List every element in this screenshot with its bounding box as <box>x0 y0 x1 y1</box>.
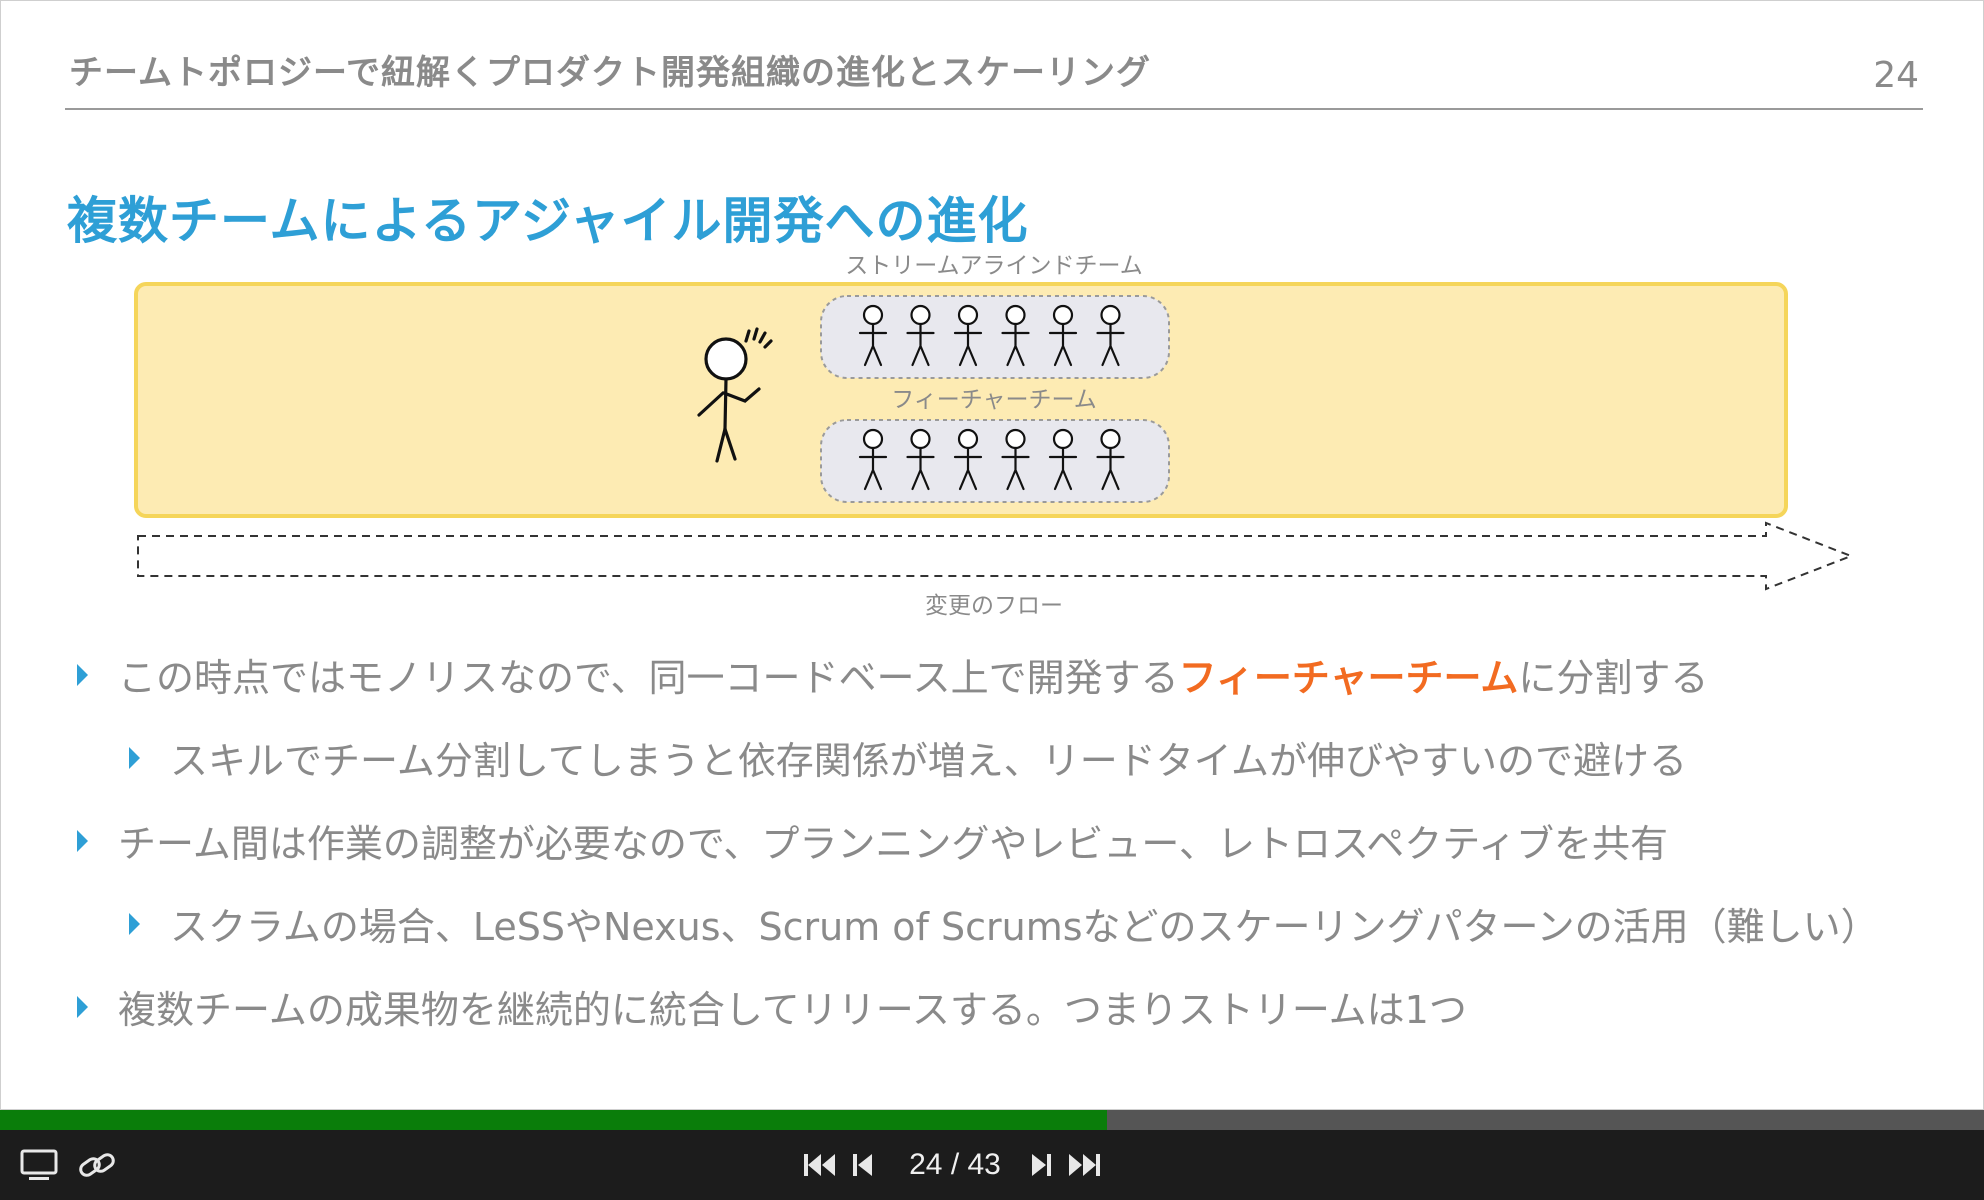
team-member-icon <box>906 304 935 367</box>
bullet-text: に分割する <box>1518 656 1709 700</box>
bullet-text: チーム間は作業の調整が必要なので、プランニングやレビュー、レトロスペクティブを共… <box>118 822 1669 866</box>
bullet-5: 複数チームの成果物を継続的に統合してリリースする。つまりストリームは1つ <box>77 979 1467 1034</box>
stream-team-label: ストリームアラインドチーム <box>845 253 1143 279</box>
bullet-text: 複数チームの成果物を継続的に統合してリリースする。つまりストリームは1つ <box>118 988 1467 1032</box>
bullet-3: チーム間は作業の調整が必要なので、プランニングやレビュー、レトロスペクティブを共… <box>77 813 1668 868</box>
team-member-icon <box>953 428 983 491</box>
flow-arrow <box>137 521 1854 591</box>
highlight-text: フィーチャーチーム <box>1178 656 1519 700</box>
organization-band <box>134 282 1788 518</box>
bullet-1: この時点ではモノリスなので、同一コードベース上で開発するフィーチャーチームに分割… <box>77 647 1708 702</box>
bullet-marker-icon <box>77 663 88 686</box>
team-member-icon <box>953 304 983 367</box>
bullet-marker-icon <box>129 912 140 935</box>
bullet-2: スキルでチーム分割してしまうと依存関係が増え、リードタイムが伸びやすいので避ける <box>129 730 1687 785</box>
header-title: チームトポロジーで紐解くプロダクト開発組織の進化とスケーリング <box>69 53 1151 93</box>
bullet-text: スキルでチーム分割してしまうと依存関係が増え、リードタイムが伸びやすいので避ける <box>170 739 1687 783</box>
header-divider <box>65 108 1923 110</box>
skip-last-icon[interactable] <box>1064 1130 1104 1200</box>
team-box-top <box>820 295 1170 379</box>
slide-heading: 複数チームによるアジャイル開発への進化 <box>67 192 1029 250</box>
bullet-marker-icon <box>77 995 88 1018</box>
next-icon[interactable] <box>1024 1130 1058 1200</box>
team-member-icon <box>1096 304 1125 367</box>
page-number: 24 <box>1873 55 1919 96</box>
team-member-icon <box>1048 304 1078 367</box>
team-member-icon <box>1001 428 1030 491</box>
slide: チームトポロジーで紐解くプロダクト開発組織の進化とスケーリング 24 複数チーム… <box>0 0 1984 1110</box>
prev-icon[interactable] <box>846 1130 880 1200</box>
progress-bar[interactable] <box>0 1110 1984 1130</box>
team-member-icon <box>1048 428 1078 491</box>
team-member-icon <box>906 428 935 491</box>
team-member-icon <box>1001 304 1030 367</box>
team-member-icon <box>1096 428 1125 491</box>
flow-label: 変更のフロー <box>925 593 1063 619</box>
bullet-text: スクラムの場合、LeSSやNexus、Scrum of Scrumsなどのスケー… <box>170 905 1879 949</box>
team-box-bottom <box>820 419 1170 503</box>
player-controls: 24 / 43 <box>0 1130 1984 1200</box>
bullet-text: この時点ではモノリスなので、同一コードベース上で開発する <box>118 656 1179 700</box>
monitor-icon[interactable] <box>14 1130 64 1200</box>
skip-first-icon[interactable] <box>800 1130 840 1200</box>
feature-team-label: フィーチャーチーム <box>891 387 1097 413</box>
product-owner-icon <box>697 327 773 463</box>
team-members-top <box>858 304 1125 367</box>
bullet-marker-icon <box>129 746 140 769</box>
link-icon[interactable] <box>72 1130 122 1200</box>
team-diagram: ストリームアラインドチーム フィーチャーチーム 変更のフロー <box>134 253 1854 619</box>
bullet-marker-icon <box>77 829 88 852</box>
bullet-4: スクラムの場合、LeSSやNexus、Scrum of Scrumsなどのスケー… <box>129 896 1879 951</box>
team-member-icon <box>858 428 888 491</box>
slide-counter: 24 / 43 <box>909 1148 1001 1181</box>
team-members-bottom <box>858 428 1125 491</box>
progress-fill <box>0 1110 1108 1130</box>
team-member-icon <box>858 304 888 367</box>
